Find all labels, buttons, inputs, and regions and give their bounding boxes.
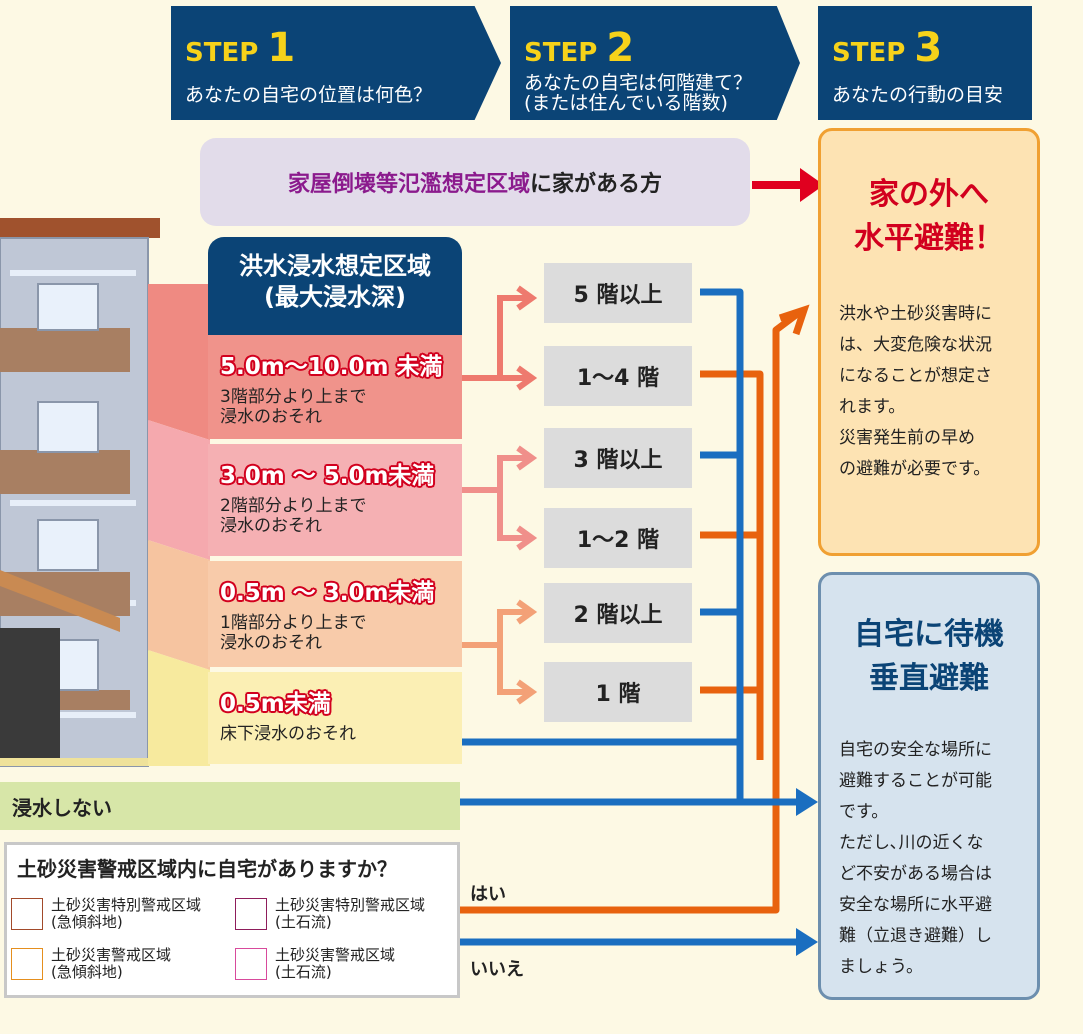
step-3-header: STEP 3 あなたの行動の目安 xyxy=(818,6,1032,120)
no-flood-label: 浸水しない xyxy=(12,795,112,820)
wedge-zone-1 xyxy=(148,284,210,440)
step-1-subtitle: あなたの自宅の位置は何色？ xyxy=(185,84,433,106)
collapse-zone-banner: 家屋倒壊等氾濫想定区域に家がある方 xyxy=(200,138,750,226)
zone-2: 3.0m ～ 5.0m未満 2階部分より上まで浸水のおそれ xyxy=(208,444,462,556)
zone-3-depth: 0.5m ～ 3.0m未満 xyxy=(220,580,435,606)
zone-2-depth: 3.0m ～ 5.0m未満 xyxy=(220,463,435,489)
step-2-subtitle: あなたの自宅は何階建て？ (または住んでいる階数) xyxy=(524,72,753,114)
landslide-box: 土砂災害警戒区域内に自宅がありますか？ 土砂災害特別警戒区域(急傾斜地) 土砂災… xyxy=(4,842,460,998)
building-illustration xyxy=(0,218,190,767)
zone-1: 5.0m～10.0m 未満 3階部分より上まで浸水のおそれ xyxy=(208,335,462,439)
legend-swatch-3 xyxy=(11,948,43,981)
stay-title: 自宅に待機 垂直避難 xyxy=(854,617,1004,696)
stay-body: 自宅の安全な場所に 避難することが可能 です。 ただし､川の近くな ど不安がある… xyxy=(839,740,992,977)
evacuate-body: 洪水や土砂災害時に は、大変危険な状況 になることが想定さ れます。 災害発生前… xyxy=(839,304,992,479)
floor-1-4: 1～4 階 xyxy=(544,346,692,406)
legend-swatch-1 xyxy=(11,898,43,931)
collapse-zone-highlight: 家屋倒壊等氾濫想定区域 xyxy=(287,172,530,197)
stay-result-box: 自宅に待機 垂直避難 自宅の安全な場所に 避難することが可能 です。 ただし､川… xyxy=(818,572,1040,1000)
no-flood-bar: 浸水しない xyxy=(0,782,460,830)
zone-branches xyxy=(459,295,531,695)
floor-3-plus: 3 階以上 xyxy=(544,428,692,488)
no-label: いいえ xyxy=(470,959,524,980)
orange-arrowhead xyxy=(778,304,810,336)
step-1-title: STEP 1 xyxy=(185,25,296,71)
landslide-question: 土砂災害警戒区域内に自宅がありますか？ xyxy=(17,857,397,881)
evacuate-result-box: 家の外へ 水平避難！ 洪水や土砂災害時に は、大変危険な状況 になることが想定さ… xyxy=(818,128,1040,556)
floor-1: 1 階 xyxy=(544,662,692,722)
zone-3-desc: 1階部分より上まで浸水のおそれ xyxy=(220,613,367,654)
step-3-subtitle: あなたの行動の目安 xyxy=(832,84,1004,106)
step-2-title: STEP 2 xyxy=(524,25,635,71)
legend-swatch-4 xyxy=(235,948,267,981)
wedge-zone-3 xyxy=(148,540,210,670)
wedge-zone-4 xyxy=(148,650,210,766)
orange-flows xyxy=(460,309,803,914)
zone-2-desc: 2階部分より上まで浸水のおそれ xyxy=(220,496,367,537)
floor-2-plus: 2 階以上 xyxy=(544,583,692,643)
evacuate-title: 家の外へ 水平避難！ xyxy=(854,177,1004,256)
zone-1-desc: 3階部分より上まで浸水のおそれ xyxy=(220,387,367,428)
zone-4-depth: 0.5m未満 xyxy=(220,691,331,717)
step-2-header: STEP 2 あなたの自宅は何階建て？ (または住んでいる階数) xyxy=(510,6,800,120)
collapse-zone-rest: に家がある方 xyxy=(530,172,663,197)
legend-item-3: 土砂災害警戒区域(急傾斜地) xyxy=(11,946,171,982)
blue-flows xyxy=(460,288,808,946)
branch-arrowheads xyxy=(516,285,538,705)
flood-zone-header: 洪水浸水想定区域 (最大浸水深) xyxy=(208,237,462,335)
floor-1-2: 1～2 階 xyxy=(544,508,692,568)
wedge-zone-2 xyxy=(148,420,210,560)
floor-5-plus: 5 階以上 xyxy=(544,263,692,323)
step-1-header: STEP 1 あなたの自宅の位置は何色？ xyxy=(171,6,501,120)
zone-1-depth: 5.0m～10.0m 未満 xyxy=(220,354,443,380)
zone-4-desc: 床下浸水のおそれ xyxy=(220,724,356,744)
legend-item-1: 土砂災害特別警戒区域(急傾斜地) xyxy=(11,896,201,932)
legend-item-2: 土砂災害特別警戒区域(土石流) xyxy=(235,896,425,932)
step-3-title: STEP 3 xyxy=(832,25,943,71)
legend-item-4: 土砂災害警戒区域(土石流) xyxy=(235,946,395,982)
zone-3: 0.5m ～ 3.0m未満 1階部分より上まで浸水のおそれ xyxy=(208,561,462,667)
yes-label: はい xyxy=(470,884,506,905)
legend-swatch-2 xyxy=(235,898,267,931)
zone-4: 0.5m未満 床下浸水のおそれ xyxy=(208,672,462,764)
